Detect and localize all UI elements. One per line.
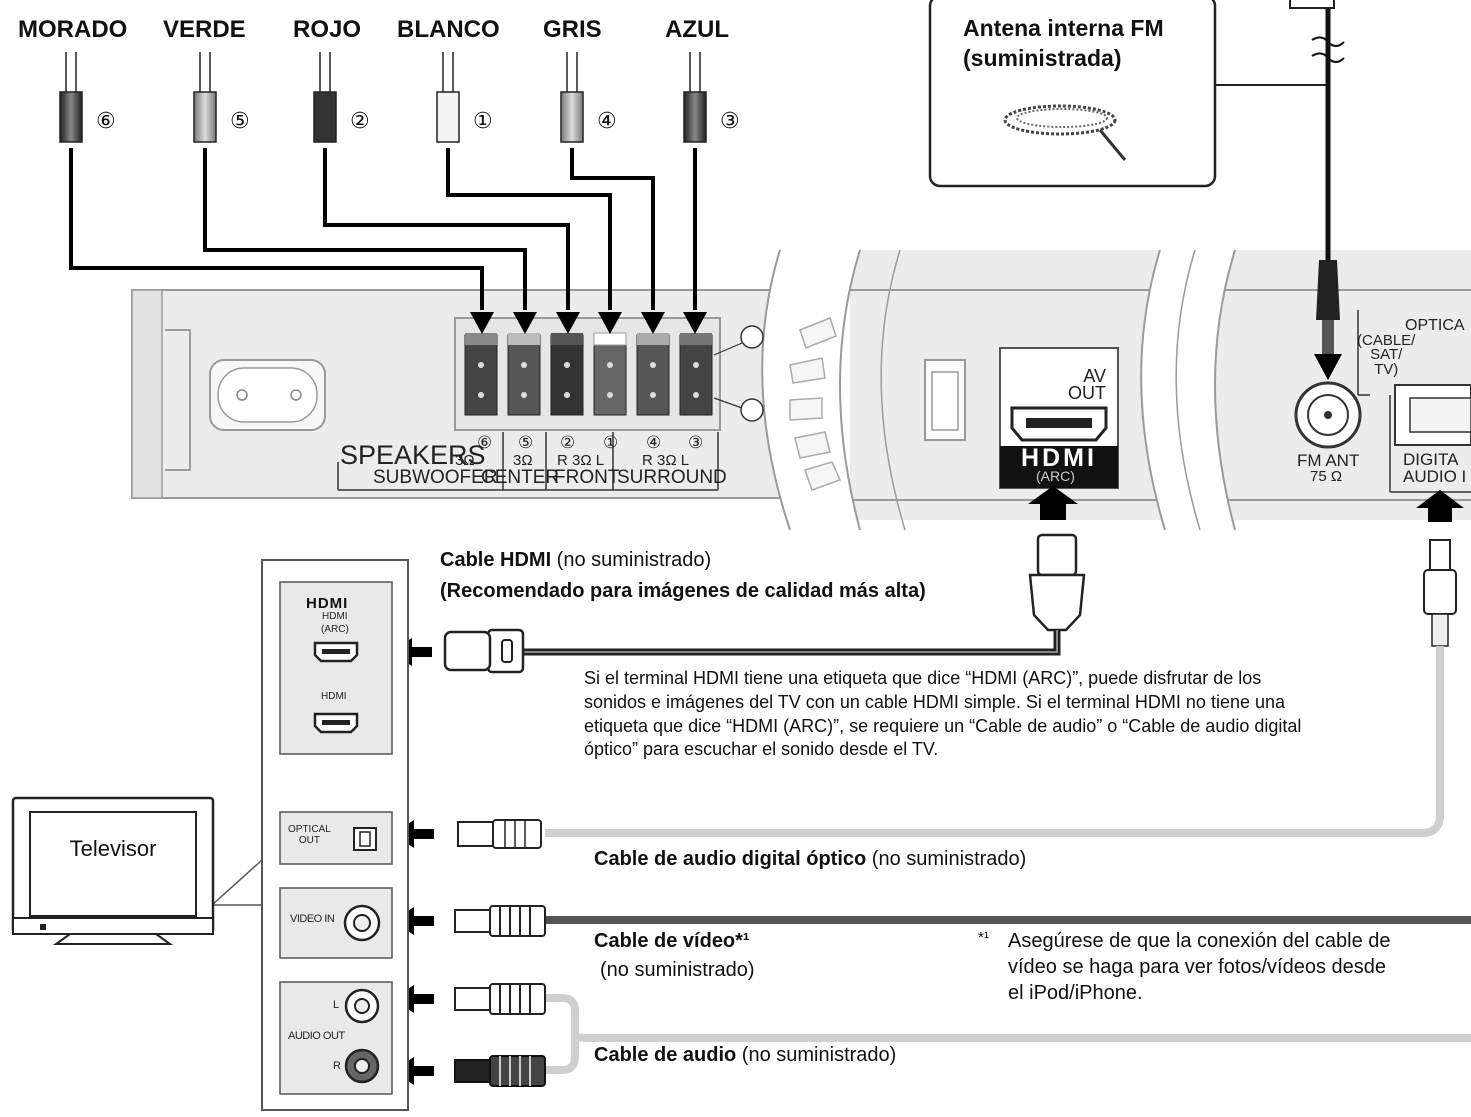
audio-cable-title: Cable de audio (no suministrado)	[594, 1042, 896, 1068]
speaker-plugs	[59, 52, 707, 143]
group-subwoofer-label: SUBWOOFER	[373, 467, 498, 488]
audio-cable-title-rest: (no suministrado)	[736, 1044, 897, 1066]
hdmi-cable-title-rest: (no suministrado)	[551, 549, 712, 571]
plug-rojo	[313, 52, 337, 143]
color-label-morado: MORADO	[18, 16, 128, 43]
fm-ohm-label: 75 Ω	[1310, 468, 1343, 485]
tv-hdmi-arc-label-2: (ARC)	[321, 624, 349, 635]
color-label-rojo: ROJO	[293, 16, 362, 43]
plug-number-blanco: ①	[473, 108, 493, 133]
tv-video-in-label: VIDEO IN	[290, 913, 335, 925]
speaker-wire-arrows	[470, 312, 707, 334]
terminal-number-1: ①	[603, 433, 619, 452]
tv-audio-l-label: L	[333, 999, 340, 1011]
tv-rear-panel	[261, 559, 409, 1111]
tv-hdmi-logo: HDMI	[306, 595, 349, 612]
color-label-azul: AZUL	[665, 16, 729, 43]
optical-cable	[392, 490, 1464, 849]
antenna-box	[928, 0, 1345, 380]
optical-cable-title-bold: Cable de audio digital óptico	[594, 848, 867, 870]
video-cable-title: Cable de vídeo*¹	[594, 930, 750, 952]
tv-hdmi-label: HDMI	[321, 691, 347, 702]
terminal-number-3: ③	[688, 433, 704, 452]
surround-rl-label: R 3Ω L	[642, 452, 690, 469]
speaker-terminal-block	[337, 317, 764, 491]
optical-cable-title-rest: (no suministrado)	[866, 848, 1027, 870]
terminal-number-5: ⑤	[518, 433, 534, 452]
tv-label: Televisor	[69, 836, 157, 861]
footnote-text: Asegúrese de que la conexión del cable d…	[1008, 930, 1391, 1004]
fan-vent	[789, 317, 842, 491]
speaker-wires	[69, 148, 697, 310]
plug-verde	[193, 52, 217, 143]
group-front-label: FRONT	[554, 467, 620, 488]
optical-label: OPTICA	[1405, 317, 1465, 334]
hdmi-cable-title: Cable HDMI (no suministrado)	[440, 547, 711, 573]
speakers-label: SPEAKERS	[340, 440, 486, 470]
unit-hdmi-logo: HDMI	[1021, 444, 1097, 472]
unit-hdmi-port	[999, 347, 1119, 489]
unit-optical-port	[1394, 384, 1471, 446]
center-impedance: 3Ω	[513, 452, 533, 469]
video-cable-subtitle: (no suministrado)	[600, 959, 755, 981]
plug-morado	[59, 52, 83, 143]
plug-gris	[560, 52, 584, 143]
plug-blanco	[436, 52, 460, 143]
color-label-verde: VERDE	[163, 16, 246, 43]
unit-hdmi-arc-label: (ARC)	[1036, 468, 1075, 484]
color-label-gris: GRIS	[543, 16, 602, 43]
plug-number-rojo: ②	[350, 108, 370, 133]
tv-audio-r-label: R	[333, 1060, 341, 1072]
tv-optical-out-label: OPTICAL OUT	[288, 824, 331, 846]
tv-audio-out-label: AUDIO OUT	[288, 1030, 345, 1042]
unit-rear-panel	[131, 249, 1471, 531]
terminal-number-4: ④	[646, 433, 662, 452]
digital-audio-label: DIGITA AUDIO I	[1403, 450, 1467, 486]
front-rl-label: R 3Ω L	[557, 452, 605, 469]
audio-cable	[392, 983, 1471, 1087]
terminal-number-2: ②	[560, 433, 576, 452]
plug-number-verde: ⑤	[230, 108, 250, 133]
ac-inlet-socket	[165, 329, 326, 471]
hdmi-cable	[390, 486, 1086, 674]
audio-cable-title-bold: Cable de audio	[594, 1044, 737, 1066]
color-label-blanco: BLANCO	[397, 16, 500, 43]
fm-ant-label: FM ANT	[1297, 451, 1360, 470]
subwoofer-impedance: 3Ω	[455, 452, 475, 469]
hdmi-cable-recommendation: (Recomendado para imágenes de calidad má…	[440, 580, 926, 602]
plug-azul	[683, 52, 707, 143]
hdmi-cable-title-bold: Cable HDMI	[440, 549, 552, 571]
plug-number-gris: ④	[597, 108, 617, 133]
plug-number-azul: ③	[720, 108, 740, 133]
television	[11, 796, 263, 945]
group-surround-label: SURROUND	[617, 467, 727, 488]
group-center-label: CENTER	[481, 467, 560, 488]
tv-hdmi-arc-label-1: HDMI	[322, 611, 348, 622]
av-out-label: AV OUT	[1068, 366, 1106, 404]
video-cable	[392, 905, 1471, 937]
optical-cable-title: Cable de audio digital óptico (no sumini…	[594, 846, 1026, 872]
lan-port	[924, 359, 966, 441]
hdmi-cable-note: Si el terminal HDMI tiene una etiqueta q…	[584, 668, 1302, 760]
footnote-mark: *¹	[978, 929, 989, 946]
terminal-number-6: ⑥	[477, 433, 493, 452]
plug-number-morado: ⑥	[96, 108, 116, 133]
antenna-title: Antena interna FM	[963, 15, 1164, 41]
cable-sat-tv-label: (CABLE/ SAT/ TV)	[1357, 332, 1416, 378]
fm-antenna-socket	[1294, 310, 1471, 493]
antenna-subtitle: (suministrada)	[963, 45, 1122, 71]
